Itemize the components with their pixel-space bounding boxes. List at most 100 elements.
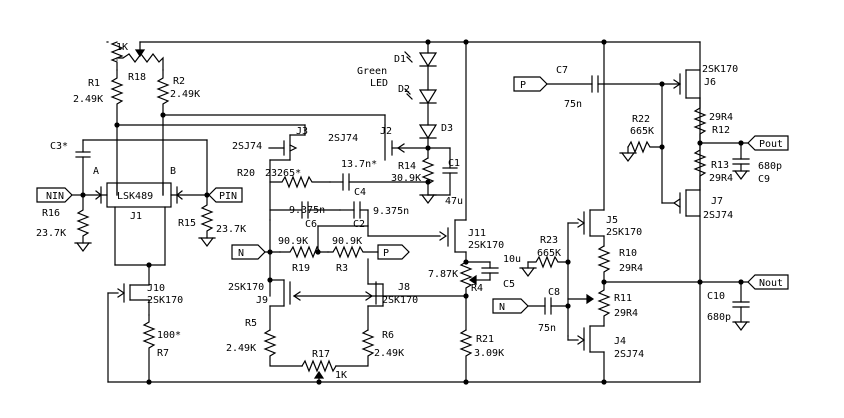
capacitor-c10 [732,281,750,331]
r10-label: R10 [619,248,637,259]
junction-dot [316,379,322,385]
j6-type: 2SK170 [702,64,738,75]
trim-pot-r18 [110,41,164,71]
r12-label: R12 [712,125,730,136]
j1-label: J1 [130,211,142,222]
c5-value: 10u [503,254,521,265]
c1-label: C1 [448,158,460,169]
r6-value: 2.49K [374,348,404,359]
resistor-r12 [693,97,707,144]
diode-d3 [418,124,438,149]
r19-value: 90.9K [278,236,308,247]
led-d1 [404,41,438,91]
c10-label: C10 [707,291,725,302]
resistor-r11 [567,281,611,327]
r13-label: R13 [711,160,729,171]
r22-value: 665K [630,126,654,137]
j5-label: J5 [606,215,618,226]
c4-value: 13.7n* [341,159,377,170]
resistor-r5 [263,329,303,367]
c7-value: 75n [564,99,582,110]
r15-label: R15 [178,218,196,229]
capacitor-c4 [329,173,429,191]
capacitor-c2 [317,201,369,227]
jfet-j1 [82,182,208,266]
jfet-j5 [567,209,605,247]
d2-label: D2 [398,84,410,95]
r5-value: 2.49K [226,343,256,354]
resistor-r14 [419,147,458,204]
r3-label: R3 [336,263,348,274]
j4-type: 2SJ74 [614,349,644,360]
trim-pot-r17 [301,359,337,383]
r2-value: 2.49K [170,89,200,100]
p-connector-right [513,76,593,92]
pin-label: PIN [219,191,237,202]
j4-label: J4 [614,336,626,347]
resistor-r6 [335,329,375,367]
junction-dot [738,279,744,285]
resistor-r1 [110,69,124,126]
j3-label: J3 [296,126,308,137]
jfet-j11 [367,41,467,263]
junction-dot [601,39,607,45]
r4-label: R4 [471,283,483,294]
d1-label: D1 [394,54,406,65]
r20-label: R20 [237,168,255,179]
r4-value: 7.87K [428,269,458,280]
c9-label: C9 [758,174,770,185]
jfet-j8 [365,258,384,331]
resistor-r21 [459,329,473,383]
junction-dot [738,140,744,146]
c1-value: 47u [445,196,463,207]
j3-type: 2SJ74 [232,141,262,152]
j7-label: J7 [711,196,723,207]
j8-label: J8 [398,282,410,293]
capacitor-c3 [75,139,208,196]
capacitor-c7 [591,75,681,93]
r14-label: R14 [398,161,416,172]
r14-value: 30.9K [391,173,421,184]
n-connector-right [492,298,546,314]
j5-type: 2SK170 [606,227,642,238]
r7-label: R7 [157,348,169,359]
j9-type: 2SK170 [228,282,264,293]
p-connector-left [377,244,410,260]
r23-value: 665K [537,248,561,259]
r1-label: R1 [88,78,100,89]
r20-value: 23265* [265,168,301,179]
resistor-r13 [693,142,707,191]
j8-type: 2SK170 [382,295,418,306]
j2-label: J2 [380,126,392,137]
junction-dot [425,179,431,185]
resistor-r10 [597,245,611,283]
r6-label: R6 [382,330,394,341]
resistor-r2 [156,69,170,196]
r16-label: R16 [42,208,60,219]
r17-label: R17 [312,349,330,360]
nout-label: Nout [759,278,783,289]
c7-label: C7 [556,65,568,76]
r18-label: R18 [128,72,146,83]
n-label-left: N [238,248,244,259]
r21-label: R21 [476,334,494,345]
diode-d2 [404,88,438,126]
jfet-j9 [269,279,467,331]
junction-dot [697,279,703,285]
n-label-right: N [499,302,505,313]
capacitor-c8 [544,297,569,315]
c8-value: 75n [538,323,556,334]
jfet-j10 [107,264,150,383]
led-label: Green [357,66,387,77]
c9-value: 680p [758,161,782,172]
r18-value: 1K [116,42,128,53]
j11-label: J11 [468,228,486,239]
j10-type: 2SK170 [147,295,183,306]
j7-type: 2SJ74 [703,210,733,221]
r12-value: 29R4 [709,112,733,123]
j6-label: J6 [704,77,716,88]
resistor-r23 [519,222,569,337]
r5-label: R5 [245,318,257,329]
junction-dot [267,277,273,283]
